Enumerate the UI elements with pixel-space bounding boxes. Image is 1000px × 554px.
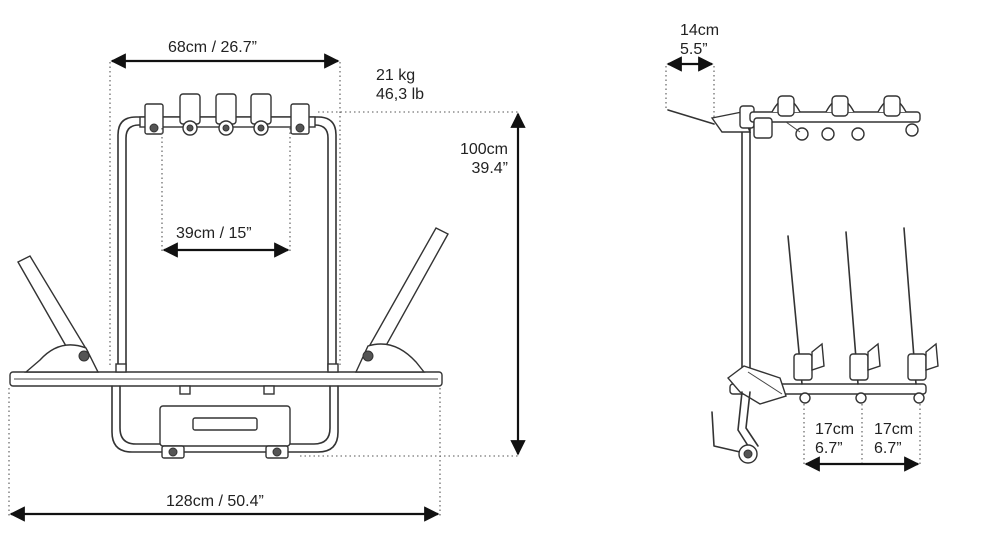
spacing-1-cm-label: 17cm — [815, 421, 855, 438]
inner-width-label: 39cm / 15” — [176, 225, 252, 242]
height-in-label: 39.4” — [471, 160, 508, 177]
front-view-dimensions — [9, 53, 526, 522]
wheel-strap — [849, 342, 881, 404]
spacing-1-in-label: 6.7” — [815, 440, 843, 457]
frame-holder — [215, 93, 237, 136]
width-top-label: 68cm / 26.7” — [168, 39, 257, 56]
weight-lb-label: 46,3 lb — [376, 86, 425, 103]
side-view-extension-lines — [665, 66, 921, 466]
total-width-label: 128cm / 50.4” — [166, 493, 264, 510]
offset-cm-label: 14cm — [680, 22, 720, 39]
side-frame-holder — [877, 95, 919, 137]
front-view-extension-lines — [8, 62, 520, 516]
wheel-strap — [793, 342, 825, 404]
spacing-2-in-label: 6.7” — [874, 440, 902, 457]
side-view-dimensions — [666, 56, 920, 472]
frame-holder — [179, 93, 201, 136]
weight-kg-label: 21 kg — [376, 67, 416, 84]
front-view-drawing — [9, 93, 449, 459]
wheel-strap — [907, 342, 939, 404]
side-frame-holder — [771, 95, 809, 141]
frame-holder — [250, 93, 272, 136]
side-view-drawing — [667, 95, 939, 464]
side-frame-holder — [821, 95, 865, 141]
offset-in-label: 5.5” — [680, 41, 708, 58]
height-cm-label: 100cm — [459, 141, 508, 158]
spacing-2-cm-label: 17cm — [874, 421, 914, 438]
